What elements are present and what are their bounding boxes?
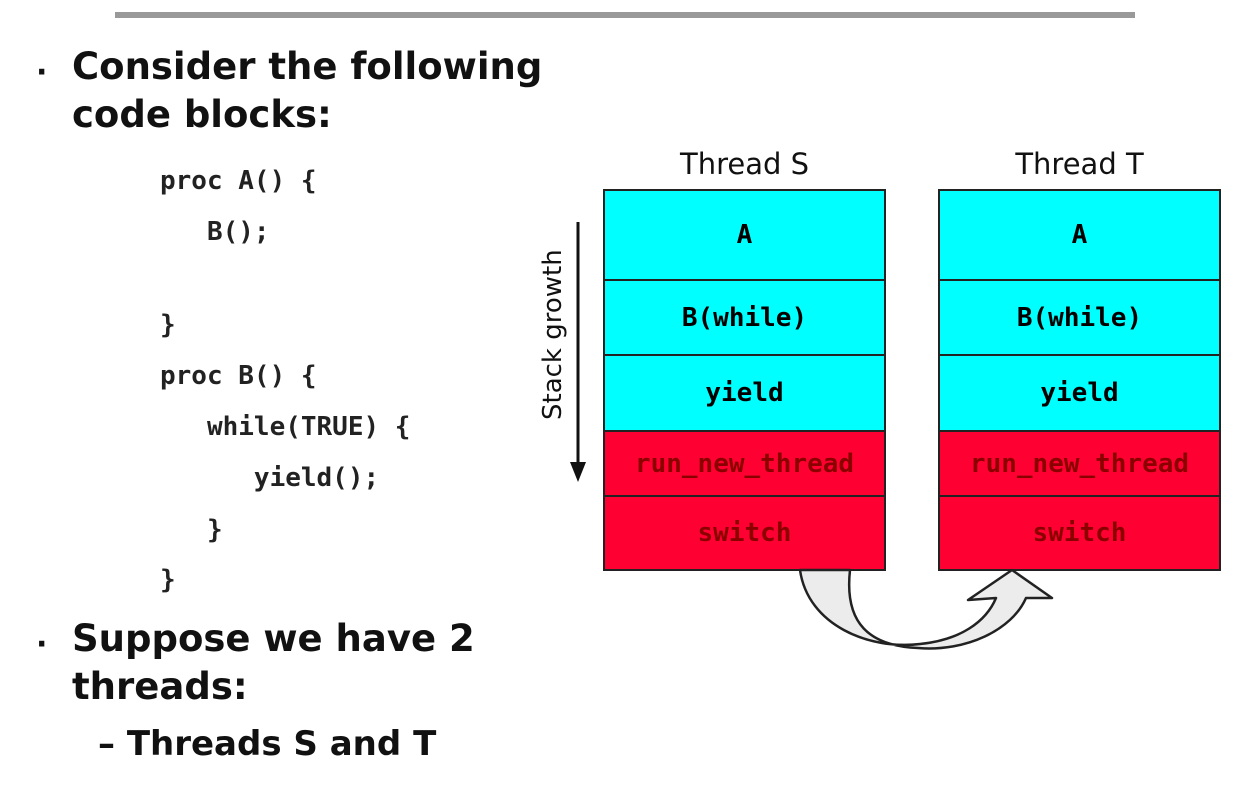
thread-t-title: Thread T [1015,147,1144,181]
bullet-2: Suppose we have 2 threads: [72,615,475,711]
bullet-dot-2: · [36,627,48,662]
sub-bullet: – Threads S and T [98,724,437,764]
stack-frame: switch [605,495,884,569]
code-line: } [160,515,223,545]
code-line: proc A() { [160,166,317,196]
code-line: } [160,310,176,340]
bullet-1: Consider the following code blocks: [72,43,542,139]
bullet-1-line-1: Consider the following [72,45,543,88]
stack-frame: A [605,191,884,279]
stack-frame: B(while) [940,279,1219,354]
stack-growth-label: Stack growth [538,249,568,420]
stack-frame: yield [940,354,1219,430]
bullet-2-line-1: Suppose we have 2 [72,617,475,660]
code-line: } [160,565,176,595]
bullet-1-line-2: code blocks: [72,93,332,136]
code-line: yield(); [160,463,380,493]
code-line: B(); [160,217,270,247]
stack-frame: B(while) [605,279,884,354]
bullet-2-line-2: threads: [72,665,248,708]
thread-s-title: Thread S [679,147,810,181]
stack-frame: run_new_thread [940,430,1219,495]
stack-frame: switch [940,495,1219,569]
bullet-dot-1: · [36,55,48,90]
thread-t-stack: A B(while) yield run_new_thread switch [938,189,1221,571]
code-line: proc B() { [160,361,317,391]
thread-s-stack: A B(while) yield run_new_thread switch [603,189,886,571]
slide-top-rule [115,12,1135,18]
stack-frame: run_new_thread [605,430,884,495]
curved-switch-arrow-icon [798,568,1054,650]
stack-growth-arrow-icon [570,222,586,482]
stack-frame: yield [605,354,884,430]
stack-frame: A [940,191,1219,279]
code-line: while(TRUE) { [160,412,411,442]
